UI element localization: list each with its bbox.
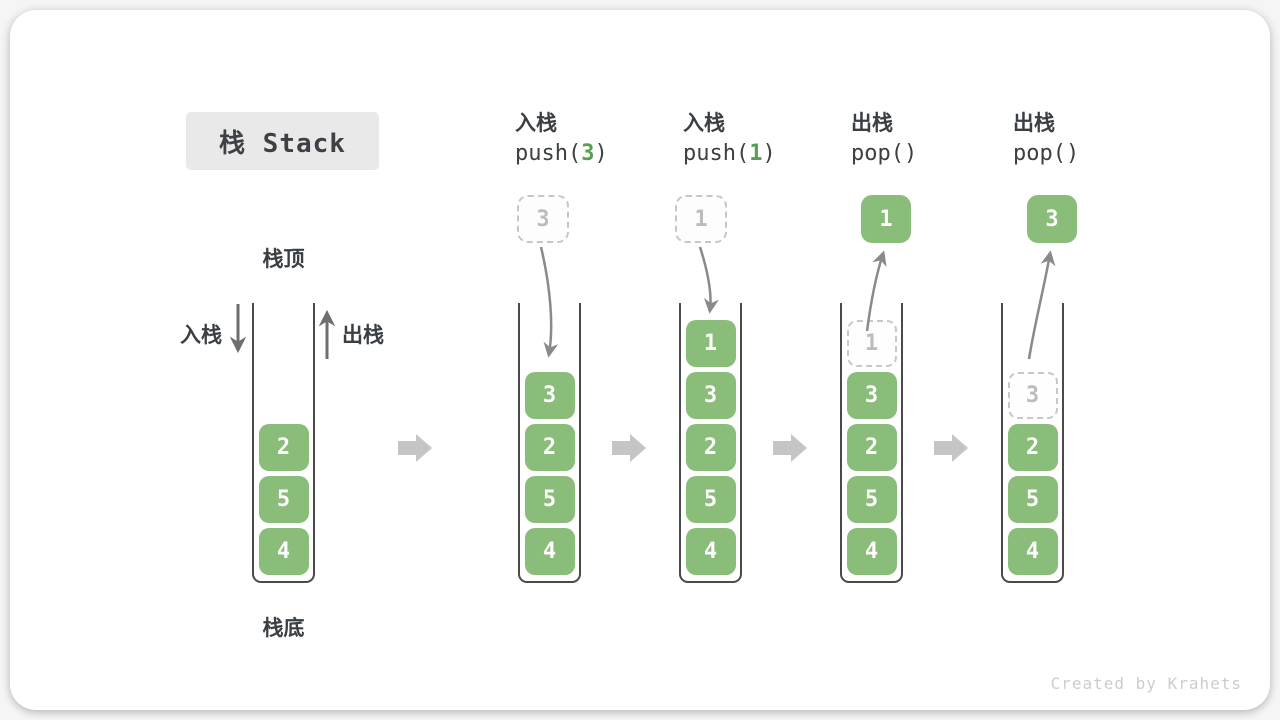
pop-direction-label: 出栈 [342, 324, 384, 347]
step-op-label: 出栈 [851, 112, 893, 135]
code-pre: push( [683, 141, 750, 166]
stack-cell: 4 [685, 528, 736, 575]
stack-cell: 4 [524, 528, 575, 575]
stack-cell: 1 [685, 320, 736, 367]
incoming-value-box: 3 [517, 195, 569, 243]
code-post: ) [762, 141, 776, 166]
stack-cell: 5 [846, 476, 897, 523]
popped-value-box: 3 [1027, 195, 1077, 243]
incoming-value-box: 1 [675, 195, 727, 243]
stack-after-pop-1: 1 3 2 5 4 [840, 303, 903, 583]
stack-cell: 5 [258, 476, 309, 523]
push-direction-label: 入栈 [180, 324, 222, 347]
code-pre: pop( [851, 141, 904, 166]
title-box: 栈 Stack [186, 112, 379, 170]
step-code: pop() [1013, 141, 1079, 166]
stack-cell: 2 [258, 424, 309, 471]
stack-cell: 4 [846, 528, 897, 575]
stack-cell: 3 [685, 372, 736, 419]
step-code: pop() [851, 141, 917, 166]
code-arg: 3 [581, 141, 595, 166]
stack-cell: 5 [685, 476, 736, 523]
stack-cell: 5 [524, 476, 575, 523]
stack-cell: 4 [1007, 528, 1058, 575]
stack-cell: 2 [1007, 424, 1058, 471]
stack-top-label: 栈顶 [262, 248, 305, 271]
stack-cell: 2 [685, 424, 736, 471]
stack-after-pop-3: 3 2 5 4 [1001, 303, 1064, 583]
code-post: ) [1065, 141, 1080, 166]
step-op-label: 入栈 [515, 112, 557, 135]
step-op-label: 出栈 [1013, 112, 1055, 135]
code-post: ) [903, 141, 918, 166]
stack-after-push-3: 3 2 5 4 [518, 303, 581, 583]
page-title: 栈 Stack [219, 128, 346, 159]
stack-after-push-1: 1 3 2 5 4 [679, 303, 742, 583]
step-code: push(3) [515, 141, 608, 166]
code-arg: 1 [749, 141, 763, 166]
code-pre: push( [515, 141, 582, 166]
stack-cell: 3 [524, 372, 575, 419]
step-op-label: 入栈 [683, 112, 725, 135]
stack-cell: 4 [258, 528, 309, 575]
removed-cell: 3 [1007, 372, 1058, 419]
code-pre: pop( [1013, 141, 1066, 166]
stack-cell: 2 [846, 424, 897, 471]
stack-bottom-label: 栈底 [262, 617, 305, 640]
stack-cell: 2 [524, 424, 575, 471]
step-code: push(1) [683, 141, 776, 166]
stack-initial: 2 5 4 [252, 303, 315, 583]
stack-cell: 5 [1007, 476, 1058, 523]
removed-cell: 1 [846, 320, 897, 367]
code-post: ) [594, 141, 608, 166]
watermark: Created by Krahets [1050, 674, 1242, 693]
popped-value-box: 1 [861, 195, 911, 243]
stack-cell: 3 [846, 372, 897, 419]
